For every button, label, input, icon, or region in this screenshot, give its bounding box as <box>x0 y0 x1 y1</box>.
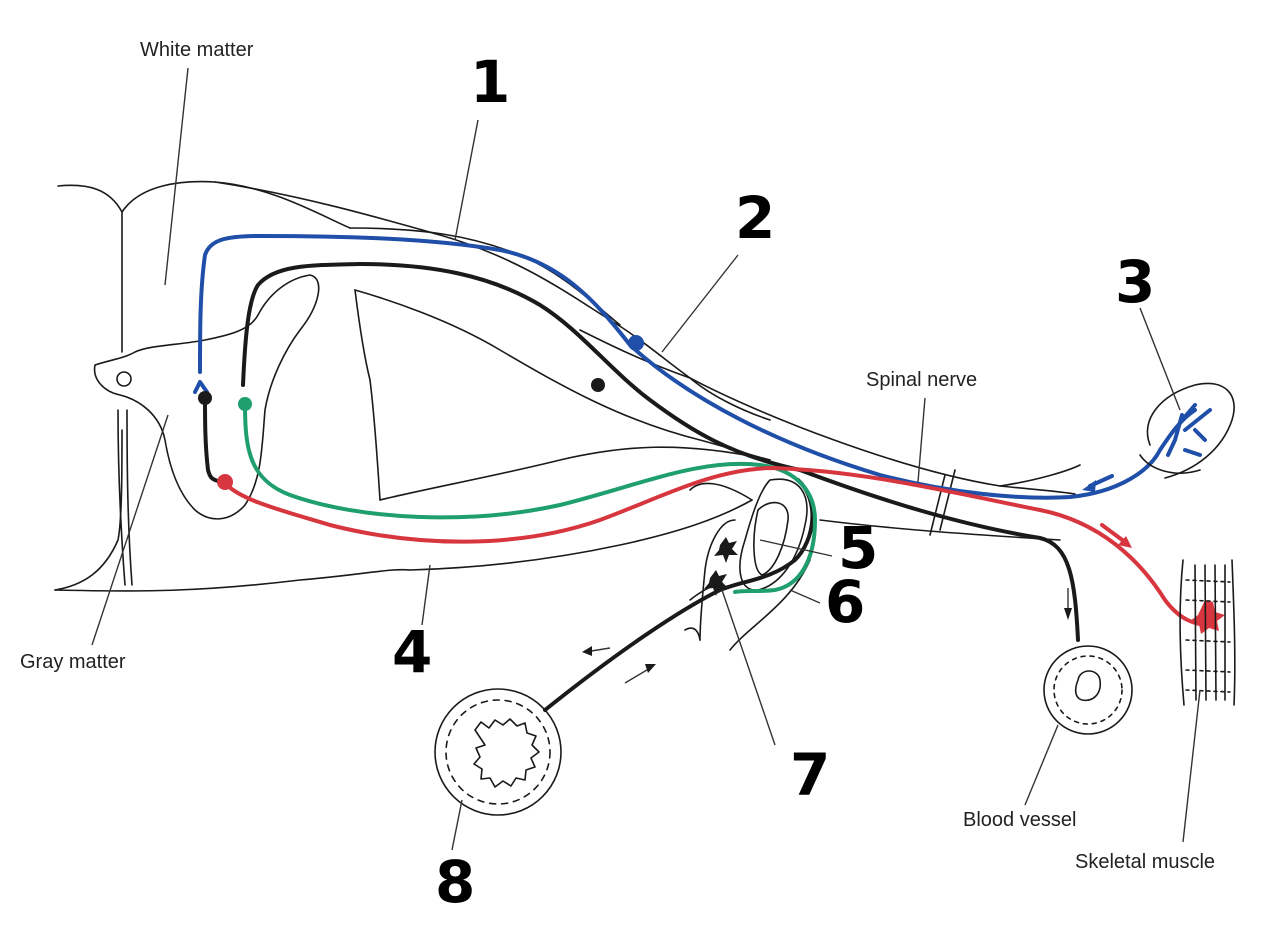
label-blood-vessel: Blood vessel <box>963 809 1076 831</box>
leader-blood-vessel <box>1024 724 1059 806</box>
label-white-matter: White matter <box>140 39 254 61</box>
sensory-receptor <box>1139 382 1235 479</box>
number-3: 3 <box>1115 248 1155 316</box>
leader-6 <box>789 589 821 604</box>
number-8: 8 <box>435 848 475 916</box>
blood-vessel <box>1043 645 1133 735</box>
number-2: 2 <box>735 184 775 252</box>
leader-1 <box>454 119 479 241</box>
skeletal-muscle <box>1179 559 1236 706</box>
leader-7 <box>721 589 776 746</box>
black-fiber <box>198 262 1080 712</box>
label-spinal-nerve: Spinal nerve <box>866 369 977 391</box>
number-4: 4 <box>392 618 432 686</box>
leader-4 <box>421 564 431 626</box>
leader-spinal-nerve <box>917 397 926 483</box>
leader-gray-matter <box>91 414 169 646</box>
gray-matter <box>93 274 320 520</box>
number-5: 5 <box>838 514 878 582</box>
somatic-motor-fiber <box>217 466 1225 634</box>
visceral-sensory-cell <box>591 378 605 392</box>
nerve-break <box>929 469 956 536</box>
label-gray-matter: Gray matter <box>20 651 126 673</box>
leader-lines <box>91 67 1201 851</box>
number-7: 7 <box>790 741 830 809</box>
ganglion-neuron-2 <box>704 570 728 596</box>
leader-5 <box>759 539 833 557</box>
preganglionic-cell <box>238 397 252 411</box>
leader-3 <box>1139 307 1181 411</box>
motor-endplate <box>1190 600 1225 634</box>
label-skeletal-muscle: Skeletal muscle <box>1075 851 1215 873</box>
visceral-organ <box>434 688 562 816</box>
ganglion-neuron-1 <box>714 537 738 563</box>
sensory-fiber <box>193 234 1212 500</box>
leader-2 <box>661 254 739 353</box>
number-1: 1 <box>470 48 510 116</box>
number-6: 6 <box>825 568 865 636</box>
preganglionic-fiber <box>238 397 817 594</box>
leader-8 <box>451 799 463 851</box>
leader-white-matter <box>164 67 189 286</box>
leader-skeletal-muscle <box>1182 689 1201 843</box>
motor-neuron-cell <box>217 474 233 490</box>
spinal-cord-outline <box>54 180 411 592</box>
sensory-cell-body <box>628 335 644 351</box>
interneuron-cell <box>198 391 212 405</box>
